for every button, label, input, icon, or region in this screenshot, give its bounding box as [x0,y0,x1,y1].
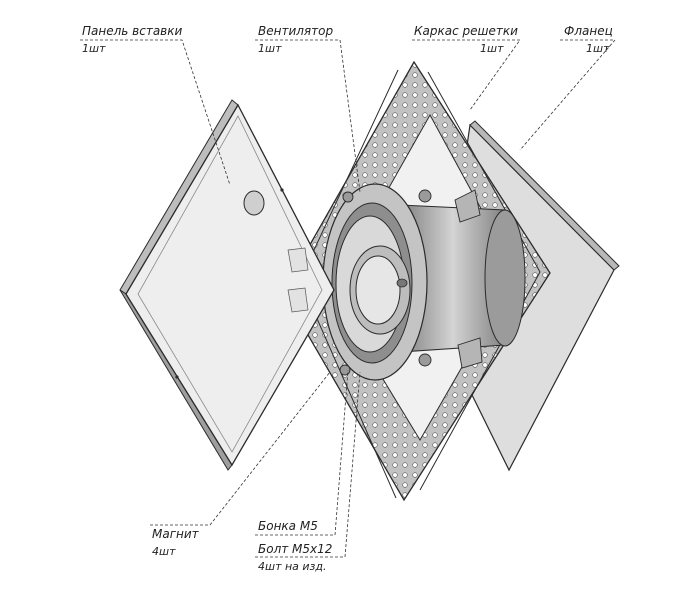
leader-frame [412,39,521,111]
callout-fan-name: Вентилятор [258,24,334,38]
callout-nut-name: Бонка М5 [258,519,318,533]
leader-nut [255,369,349,536]
callout-flange-name: Фланец [564,24,613,38]
callout-frame-name: Каркас решетки [414,24,518,38]
callout-flange-qty: 1шт [586,42,610,55]
callout-magnet-qty: 4шт [152,545,176,558]
leader-lines [80,39,616,558]
leader-panel [80,39,231,186]
callout-bolt-name: Болт М5х12 [258,542,333,556]
insert-panel [119,99,335,471]
leader-flange [519,39,616,151]
leader-fan [255,39,361,193]
callout-fan-qty: 1шт [258,42,282,55]
callout-bolt-qty: 4шт на изд. [258,560,327,573]
callout-panel-name: Панель вставки [82,24,183,38]
leader-magnet [150,371,331,526]
leader-bolt [255,371,361,558]
callout-frame-qty: 1шт [480,42,504,55]
callout-magnet-name: Магнит [152,527,199,541]
callout-panel-qty: 1шт [82,42,106,55]
